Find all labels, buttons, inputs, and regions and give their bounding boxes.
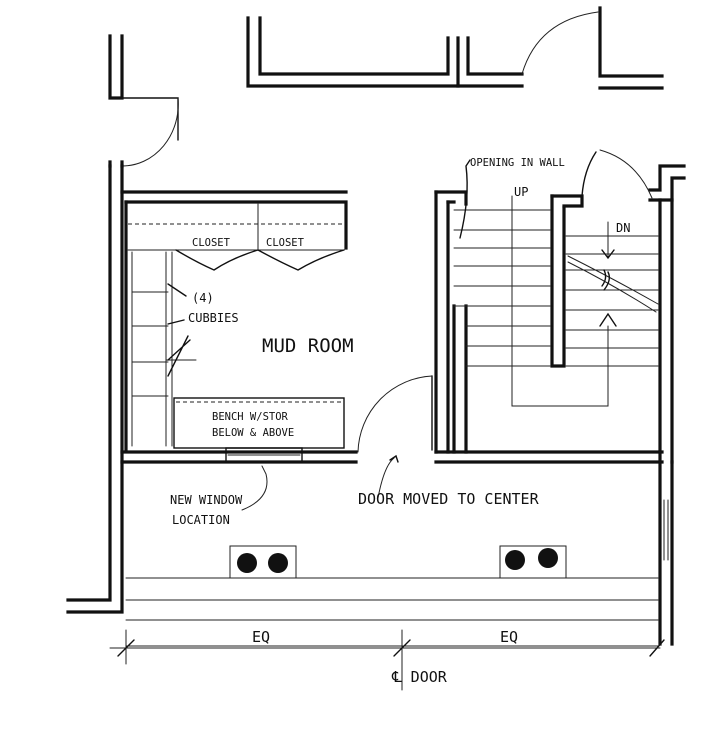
closet-left-label: CLOSET bbox=[192, 237, 231, 249]
eq-left-label: EQ bbox=[252, 628, 270, 646]
bench-label-line1: BENCH W/STOR bbox=[212, 411, 289, 423]
mud-room-label: MUD ROOM bbox=[262, 335, 354, 357]
stair-walls bbox=[434, 164, 686, 464]
new-window bbox=[225, 447, 303, 463]
bench-label-line2: BELOW & ABOVE bbox=[212, 427, 294, 439]
light-fixtures bbox=[229, 545, 567, 579]
cubbies-count-label: (4) bbox=[192, 291, 214, 305]
mud-room-walls bbox=[120, 190, 664, 464]
new-window-label-line2: LOCATION bbox=[172, 513, 230, 527]
light-fixture-icon bbox=[505, 550, 525, 570]
stair-treads bbox=[453, 149, 659, 407]
bench bbox=[173, 397, 345, 449]
light-fixture-icon bbox=[268, 553, 288, 573]
eq-right-label: EQ bbox=[500, 628, 518, 646]
closet-right-label: CLOSET bbox=[266, 237, 305, 249]
top-walls bbox=[108, 6, 664, 100]
door-moved-label: DOOR MOVED TO CENTER bbox=[358, 490, 540, 508]
closets bbox=[127, 203, 345, 271]
stair-down-label: DN bbox=[616, 221, 630, 235]
light-fixture-icon bbox=[538, 548, 558, 568]
door-centerline-label: ℄ DOOR bbox=[391, 668, 448, 686]
opening-in-wall-label: OPENING IN WALL bbox=[470, 157, 565, 169]
cubbies bbox=[131, 251, 197, 447]
left-wall bbox=[66, 164, 124, 614]
stair-up-label: UP bbox=[514, 185, 528, 199]
top-right-door bbox=[521, 11, 599, 75]
porch bbox=[125, 450, 674, 647]
top-left-door bbox=[108, 97, 179, 168]
light-fixture-icon bbox=[237, 553, 257, 573]
cubbies-label: CUBBIES bbox=[188, 311, 239, 325]
new-window-label-line1: NEW WINDOW bbox=[170, 493, 243, 507]
mud-room-door bbox=[357, 375, 433, 453]
leader-lines bbox=[241, 454, 399, 511]
dimension-string bbox=[109, 629, 665, 691]
